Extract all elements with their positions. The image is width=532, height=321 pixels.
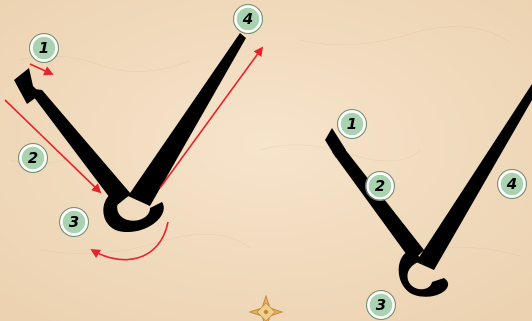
badge-label: 4 [242,10,253,28]
left-badge-3: 3 [60,208,89,237]
badge-label: 3 [376,296,386,314]
left-badge-2: 2 [19,144,48,173]
badge-label: 1 [39,39,49,57]
right-badge-4: 4 [498,170,527,199]
badge-label: 2 [28,149,38,167]
right-badge-1: 1 [338,110,367,139]
left-badge-4: 4 [234,5,263,34]
left-badge-1: 1 [30,34,59,63]
right-badge-3: 3 [367,291,396,320]
right-badge-2: 2 [366,172,395,201]
badge-label: 4 [506,175,517,193]
badge-label: 1 [347,115,357,133]
badge-label: 2 [375,177,385,195]
badge-label: 3 [69,213,79,231]
